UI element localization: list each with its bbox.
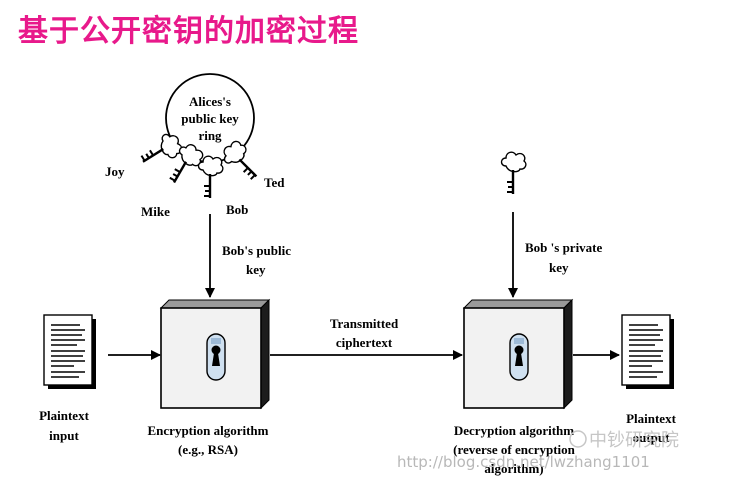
decryption-label-line1: Decryption algorithm <box>454 423 574 438</box>
public-key-ring: Alices's public key ring <box>165 73 255 163</box>
plaintext-input-label-line1: Plaintext <box>39 408 89 423</box>
encryption-label-line1: Encryption algorithm <box>148 423 269 438</box>
watermark-brand: 中钞研究院 <box>589 430 679 451</box>
transmitted-label-line1: Transmitted <box>330 316 399 331</box>
bob-public-key-label-line2: key <box>246 262 266 277</box>
bob-public-key-label-line1: Bob's public <box>222 243 291 258</box>
decryption-label-line3: algorithm) <box>484 461 543 476</box>
bob-key-label: Bob <box>226 202 248 217</box>
plaintext-input-label-line2: input <box>49 428 79 443</box>
bob-private-key-label-line2: key <box>549 260 569 275</box>
bob-private-key-label-line1: Bob 's private <box>525 240 603 255</box>
plaintext-output-label-line2: output <box>633 430 671 445</box>
plaintext-output-document-icon <box>621 314 675 390</box>
watermark-logo-icon <box>569 430 587 448</box>
plaintext-output-label-line1: Plaintext <box>626 411 676 426</box>
plaintext-input-document-icon <box>43 314 97 390</box>
key-ring-label-line2: public key <box>181 111 239 126</box>
decryption-algorithm-box <box>463 299 573 409</box>
bob-key-icon <box>197 154 225 200</box>
mike-key-label: Mike <box>141 204 170 219</box>
page-title: 基于公开密钥的加密过程 <box>18 14 359 49</box>
joy-key-label: Joy <box>105 164 125 179</box>
encryption-label-line2: (e.g., RSA) <box>178 442 238 457</box>
key-ring-label-line1: Alices's <box>189 94 231 109</box>
encryption-algorithm-box <box>160 299 270 409</box>
ted-key-label: Ted <box>264 175 285 190</box>
key-ring-label-line3: ring <box>198 128 222 143</box>
watermark-url: http://blog.csdn.net/lwzhang1101 <box>397 453 650 471</box>
private-key-icon <box>500 150 528 196</box>
decryption-label-line2: (reverse of encryption <box>453 442 576 457</box>
transmitted-label-line2: ciphertext <box>336 335 393 350</box>
